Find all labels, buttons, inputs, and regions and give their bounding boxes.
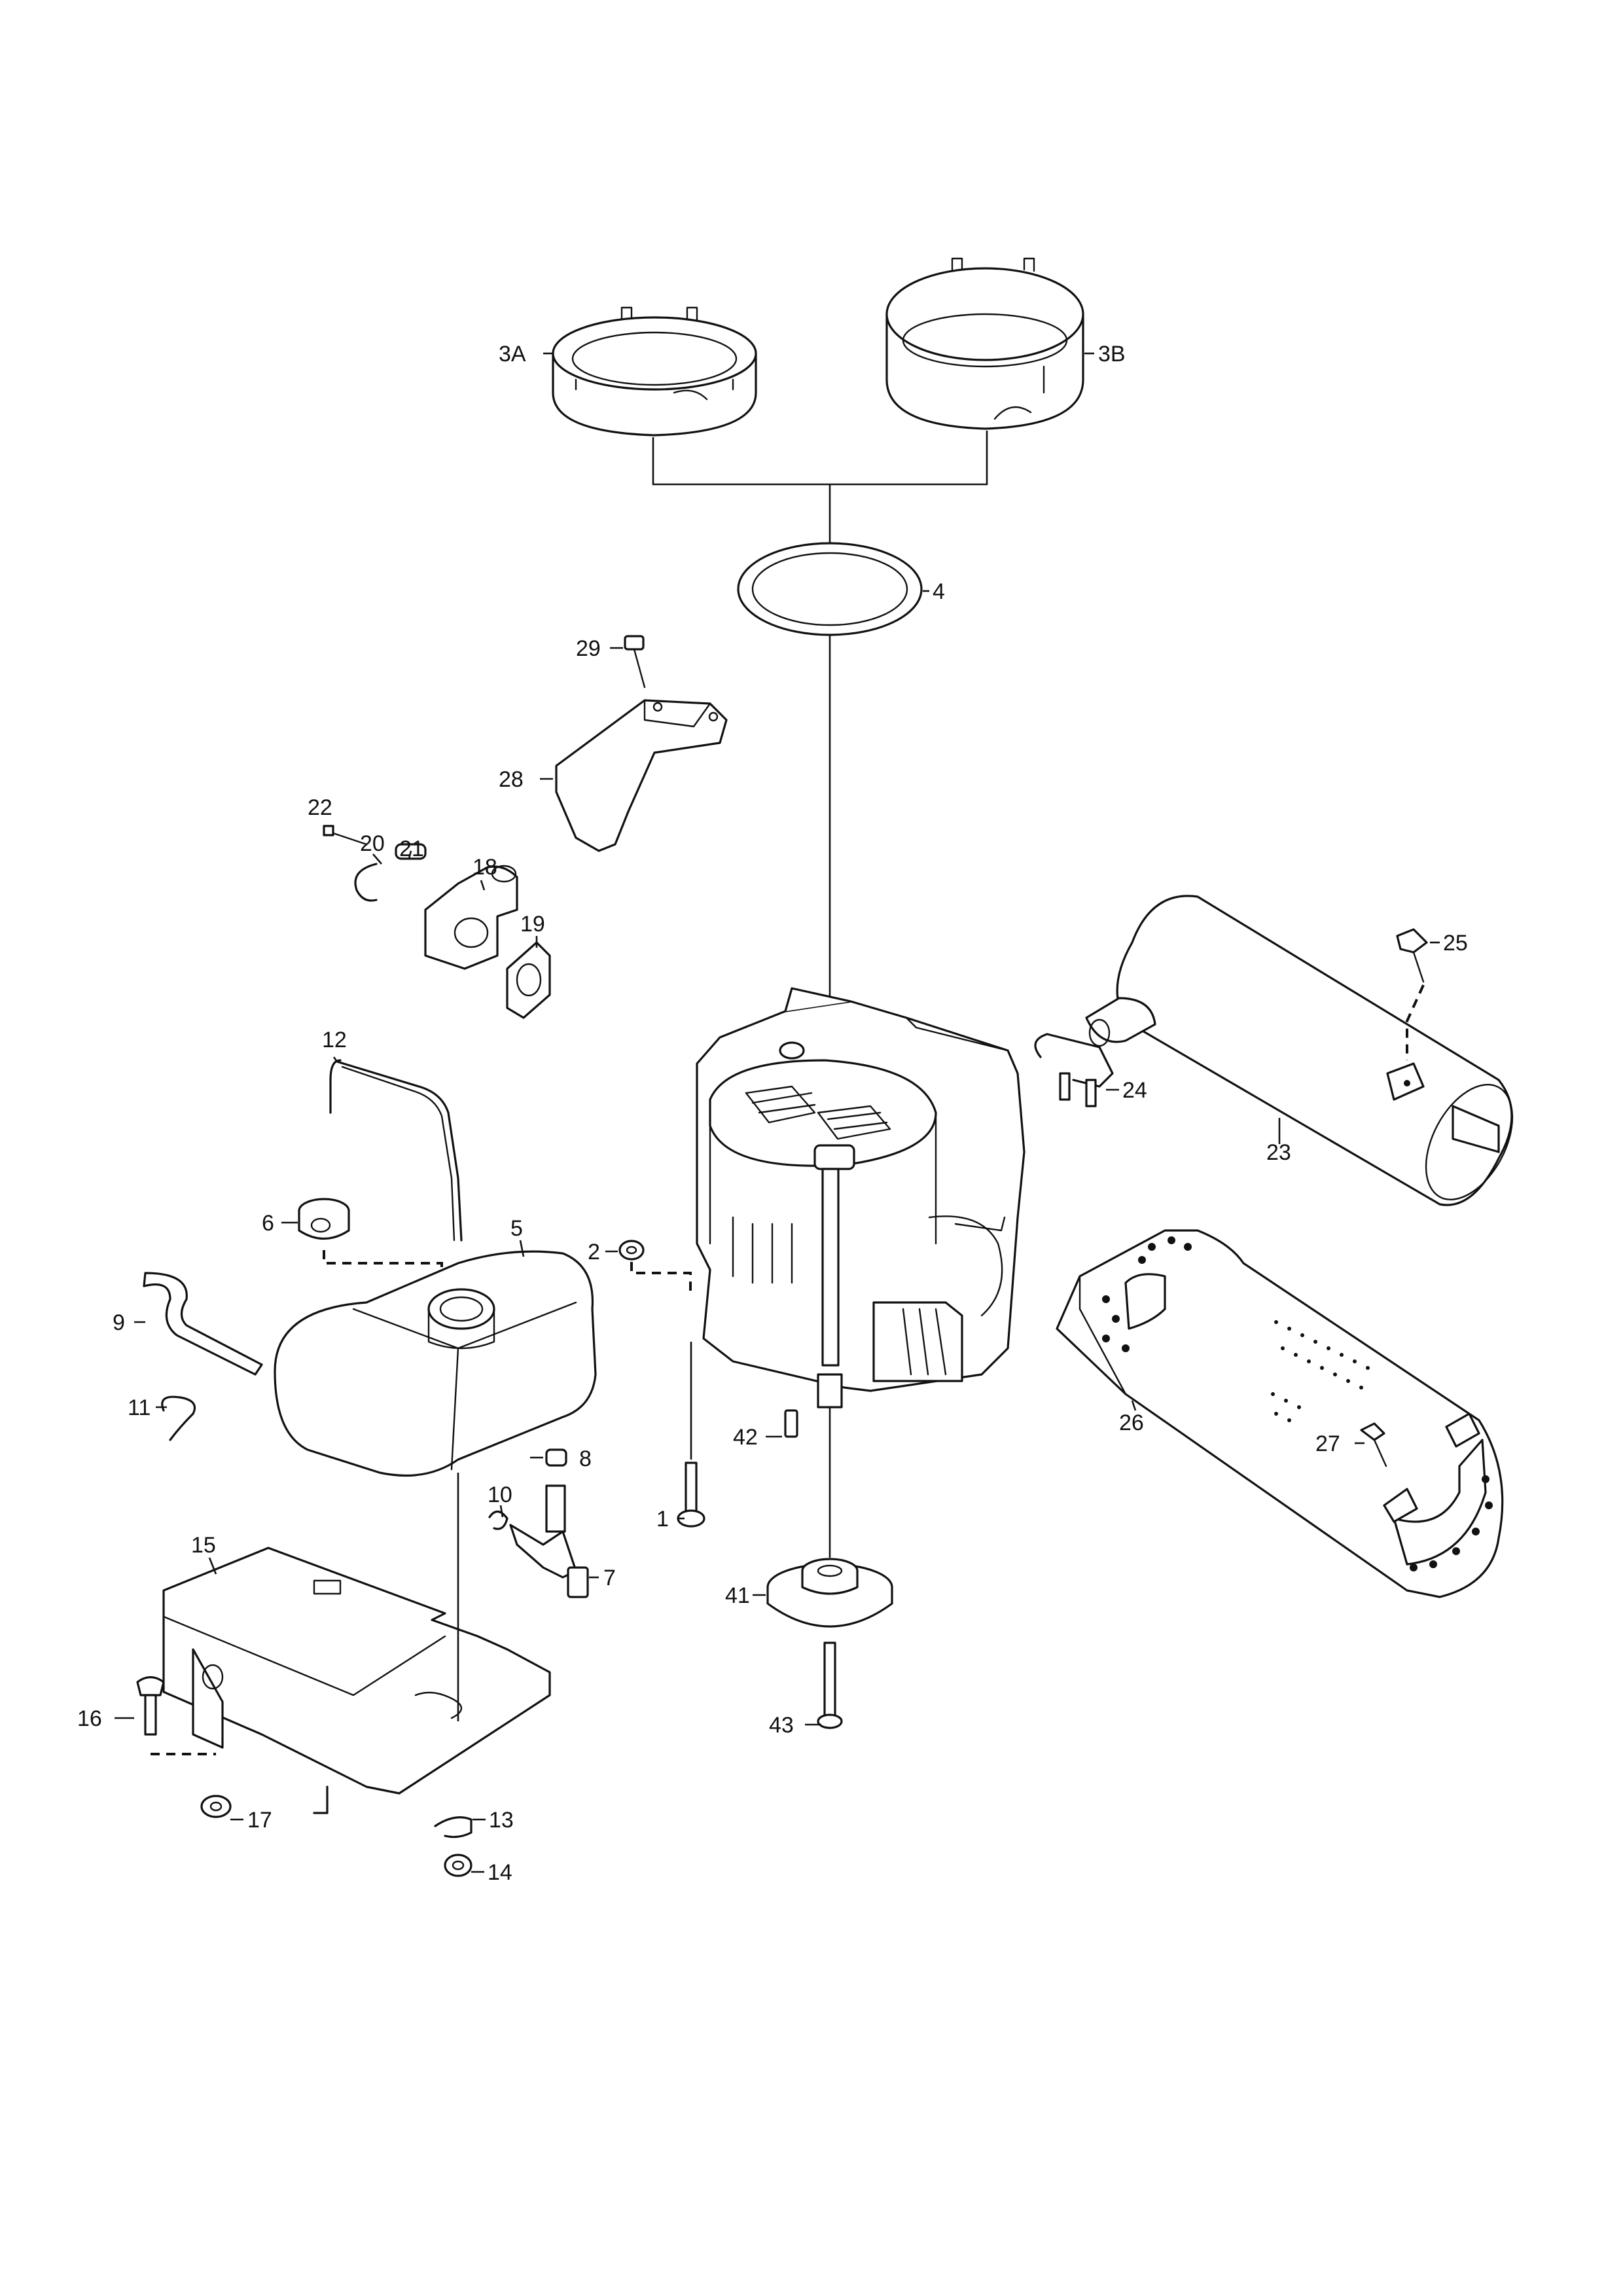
callout-42: 42 <box>733 1425 758 1450</box>
part-3b-air-cleaner-cup <box>885 257 1084 430</box>
part-17-nut <box>200 1795 232 1818</box>
callout-28: 28 <box>499 767 524 792</box>
callout-26: 26 <box>1119 1410 1144 1435</box>
callout-10: 10 <box>488 1482 512 1507</box>
callout-24: 24 <box>1122 1078 1147 1103</box>
callout-16: 16 <box>77 1706 102 1731</box>
callout-8: 8 <box>579 1446 592 1471</box>
part-28-bracket <box>555 699 728 852</box>
part-18-exhaust-flange <box>424 865 518 970</box>
part-10-clip <box>488 1510 508 1530</box>
part-14-nut <box>444 1854 473 1877</box>
dash-nut-to-engine <box>630 1262 692 1293</box>
part-22-screw <box>323 825 368 846</box>
callout-14: 14 <box>488 1860 512 1885</box>
callout-21: 21 <box>399 836 424 861</box>
callout-27: 27 <box>1315 1431 1340 1456</box>
callout-23: 23 <box>1266 1140 1291 1165</box>
callout-labels: 1 2 3A 3B 4 5 6 7 8 9 10 11 12 13 14 15 … <box>77 342 1468 1885</box>
part-27-screw <box>1360 1422 1387 1467</box>
part-24-muffler-clamp <box>1034 1033 1114 1107</box>
part-25-screw <box>1396 928 1428 983</box>
callout-19: 19 <box>520 912 545 937</box>
callout-1: 1 <box>656 1507 669 1532</box>
part-16-bolt <box>136 1676 165 1736</box>
part-12-fuel-line <box>329 1059 463 1242</box>
callout-22: 22 <box>308 795 332 820</box>
callout-29: 29 <box>576 636 601 661</box>
part-11-hose-clamp <box>161 1395 196 1441</box>
part-41-pulley <box>766 1558 893 1628</box>
callout-11: 11 <box>128 1395 151 1420</box>
callout-20: 20 <box>360 831 385 856</box>
callout-13: 13 <box>489 1808 514 1833</box>
callout-18: 18 <box>473 855 497 880</box>
part-20-clip <box>354 863 378 902</box>
part-2-nut <box>618 1240 645 1261</box>
part-26-heat-shield <box>1056 1229 1504 1598</box>
callout-leaders <box>115 352 1440 1873</box>
callout-25: 25 <box>1443 931 1468 956</box>
part-29-bolt <box>624 635 646 689</box>
part-43-bolt <box>817 1641 843 1729</box>
callout-3a: 3A <box>499 342 526 367</box>
callout-3b: 3B <box>1098 342 1126 367</box>
engine-assembly <box>696 987 1026 1408</box>
part-1-bolt <box>677 1462 705 1528</box>
part-15-tank-tray <box>162 1547 551 1814</box>
part-13-hose-clip <box>434 1816 473 1839</box>
callout-41: 41 <box>725 1583 750 1608</box>
part-6-fuel-cap <box>298 1198 350 1240</box>
callout-7: 7 <box>603 1566 616 1590</box>
dash-screw-to-muffler <box>1406 984 1425 1060</box>
part-23-muffler <box>1085 895 1514 1206</box>
callout-5: 5 <box>510 1216 523 1241</box>
part-4-gasket <box>737 542 923 636</box>
callout-43: 43 <box>769 1713 794 1738</box>
callout-9: 9 <box>113 1310 125 1335</box>
part-5-fuel-tank <box>274 1250 597 1477</box>
callout-6: 6 <box>262 1211 274 1236</box>
callout-4: 4 <box>933 579 945 604</box>
part-3a-air-cleaner-cup <box>552 306 757 437</box>
part-9-hose <box>143 1272 263 1376</box>
part-8-grommet <box>545 1448 567 1467</box>
part-7-fuel-valve <box>509 1484 589 1598</box>
callout-15: 15 <box>191 1533 216 1558</box>
callout-12: 12 <box>322 1028 347 1052</box>
heat-shield-perforations <box>1102 1236 1493 1571</box>
part-19-gasket-plate <box>506 941 551 1019</box>
callout-17: 17 <box>247 1808 272 1833</box>
callout-2: 2 <box>588 1240 600 1265</box>
part-42-key <box>784 1409 798 1438</box>
